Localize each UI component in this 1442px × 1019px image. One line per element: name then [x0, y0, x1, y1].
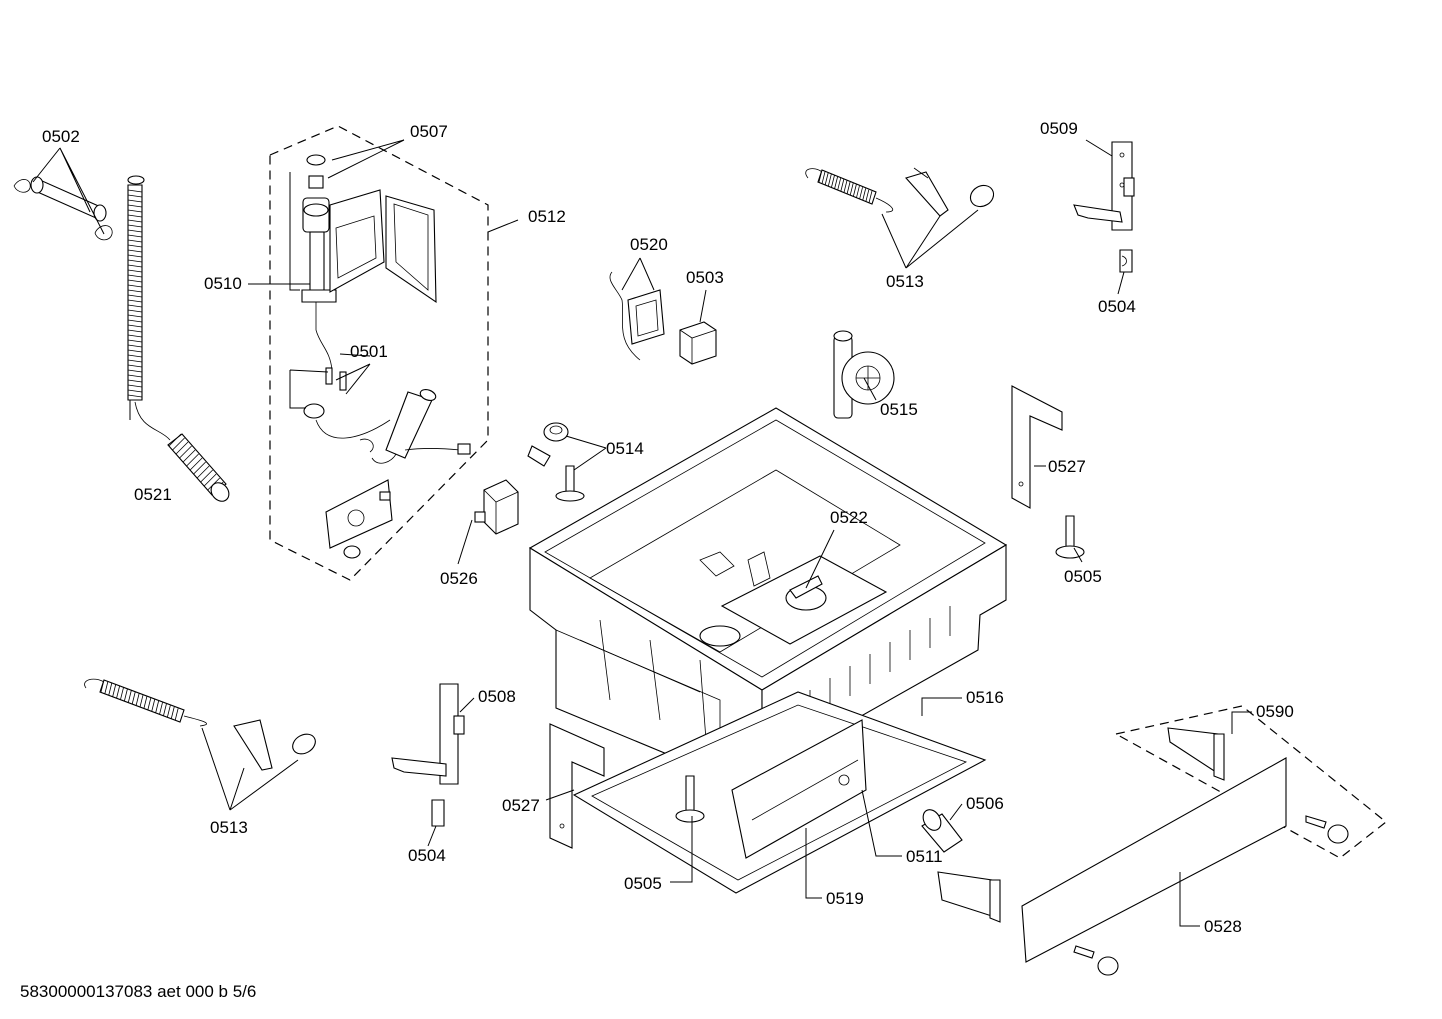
callout-0528: 0528 [1204, 917, 1242, 936]
callout-0512: 0512 [528, 207, 566, 226]
part-0509-hinge-bracket [1073, 141, 1135, 231]
leader-lines [32, 139, 1252, 927]
part-0528-front-panel [1021, 757, 1287, 963]
part-0527-angle-bracket-lower [549, 723, 605, 849]
part-mounting-bracket [325, 479, 393, 559]
callout-0514: 0514 [606, 439, 644, 458]
callout-0505-upper: 0505 [1064, 567, 1102, 586]
part-0513-spring-lower [84, 678, 207, 727]
callout-0520: 0520 [630, 235, 668, 254]
part-main-base-frame [528, 407, 1008, 777]
callout-0521: 0521 [134, 485, 172, 504]
part-0520-sensor-harness [609, 271, 665, 361]
callout-labels: 0502 0507 0512 0510 0501 0521 0526 0520 … [42, 119, 1294, 936]
callout-0590: 0590 [1256, 702, 1294, 721]
part-0519-front-cover [731, 719, 867, 859]
callout-0509: 0509 [1040, 119, 1078, 138]
part-0527-angle-bracket-upper [1011, 385, 1063, 509]
part-0506-plug [921, 809, 963, 853]
part-0502-hose-piece [13, 176, 113, 241]
part-terminal-strip [937, 871, 1001, 923]
callout-0503: 0503 [686, 268, 724, 287]
part-screw-and-cap-right [1305, 815, 1349, 844]
part-0507-housing [329, 189, 437, 304]
callout-0505-lower: 0505 [624, 874, 662, 893]
callout-0515: 0515 [880, 400, 918, 419]
callout-0506: 0506 [966, 794, 1004, 813]
callout-0507: 0507 [410, 122, 448, 141]
part-0521-corrugated-hose [127, 175, 230, 502]
part-0513-spring-upper [805, 168, 894, 213]
callout-0513-upper: 0513 [886, 272, 924, 291]
part-0513-hinge-lever-upper [905, 167, 949, 217]
part-0508-hinge-bracket [391, 683, 465, 785]
part-0513-hinge-lever-lower [233, 719, 273, 771]
part-0505-screw-upper [1055, 515, 1085, 559]
callout-0519: 0519 [826, 889, 864, 908]
callout-0513-lower: 0513 [210, 818, 248, 837]
part-0526-relay-box [474, 479, 519, 535]
callout-0508: 0508 [478, 687, 516, 706]
part-0513-cap-lower [292, 733, 316, 755]
part-hose-segment [359, 389, 471, 464]
callout-0526: 0526 [440, 569, 478, 588]
part-screw-and-cap-bottom [1073, 945, 1119, 976]
callout-0504-lower: 0504 [408, 846, 446, 865]
callout-0511: 0511 [906, 847, 943, 866]
part-0510-valve-assembly [301, 154, 391, 439]
callout-0527-upper: 0527 [1048, 457, 1086, 476]
part-0514-gear-and-screw [527, 422, 585, 502]
callout-0516: 0516 [966, 688, 1004, 707]
part-0513-cap-upper [969, 184, 995, 208]
part-0504-clip-lower [431, 799, 445, 827]
callout-0504-upper: 0504 [1098, 297, 1136, 316]
part-0503-connector [679, 321, 717, 365]
callout-0522: 0522 [830, 508, 868, 527]
callout-0502: 0502 [42, 127, 80, 146]
drawing-id-footer: 58300000137083 aet 000 b 5/6 [20, 982, 256, 1001]
part-0590-terminal-block [1167, 727, 1225, 781]
part-0505-screw-lower [675, 775, 705, 823]
callout-0510: 0510 [204, 274, 242, 293]
callout-0527-lower: 0527 [502, 796, 540, 815]
part-0504-clip-upper [1119, 249, 1133, 273]
callout-0501: 0501 [350, 342, 388, 361]
